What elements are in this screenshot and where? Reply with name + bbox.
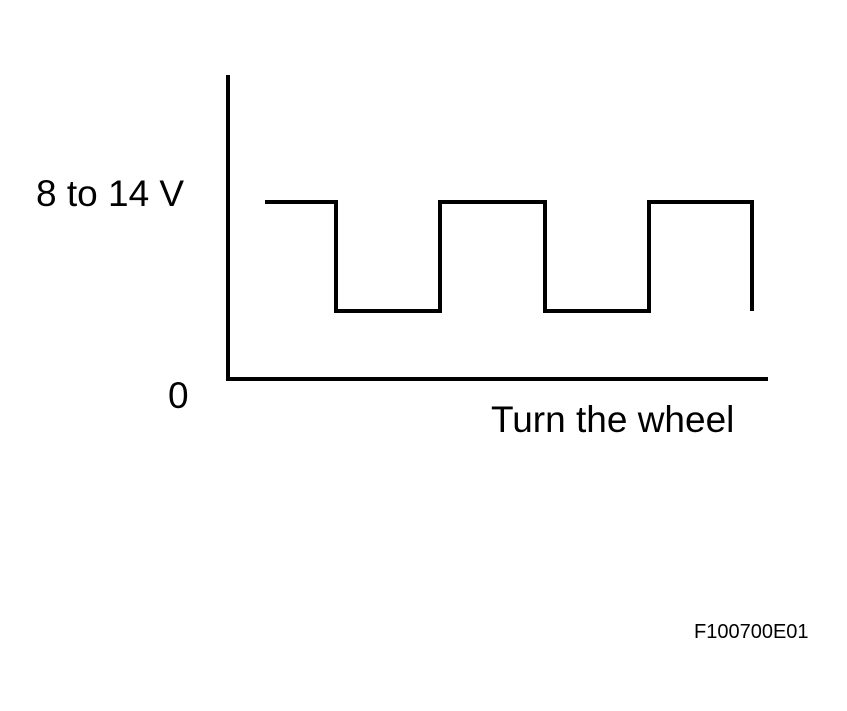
x-axis-label: Turn the wheel: [491, 399, 734, 440]
figure-id: F100700E01: [694, 621, 809, 643]
square-wave-signal: [265, 200, 754, 313]
y-label-zero: 0: [168, 375, 189, 416]
y-label-high: 8 to 14 V: [36, 173, 184, 214]
